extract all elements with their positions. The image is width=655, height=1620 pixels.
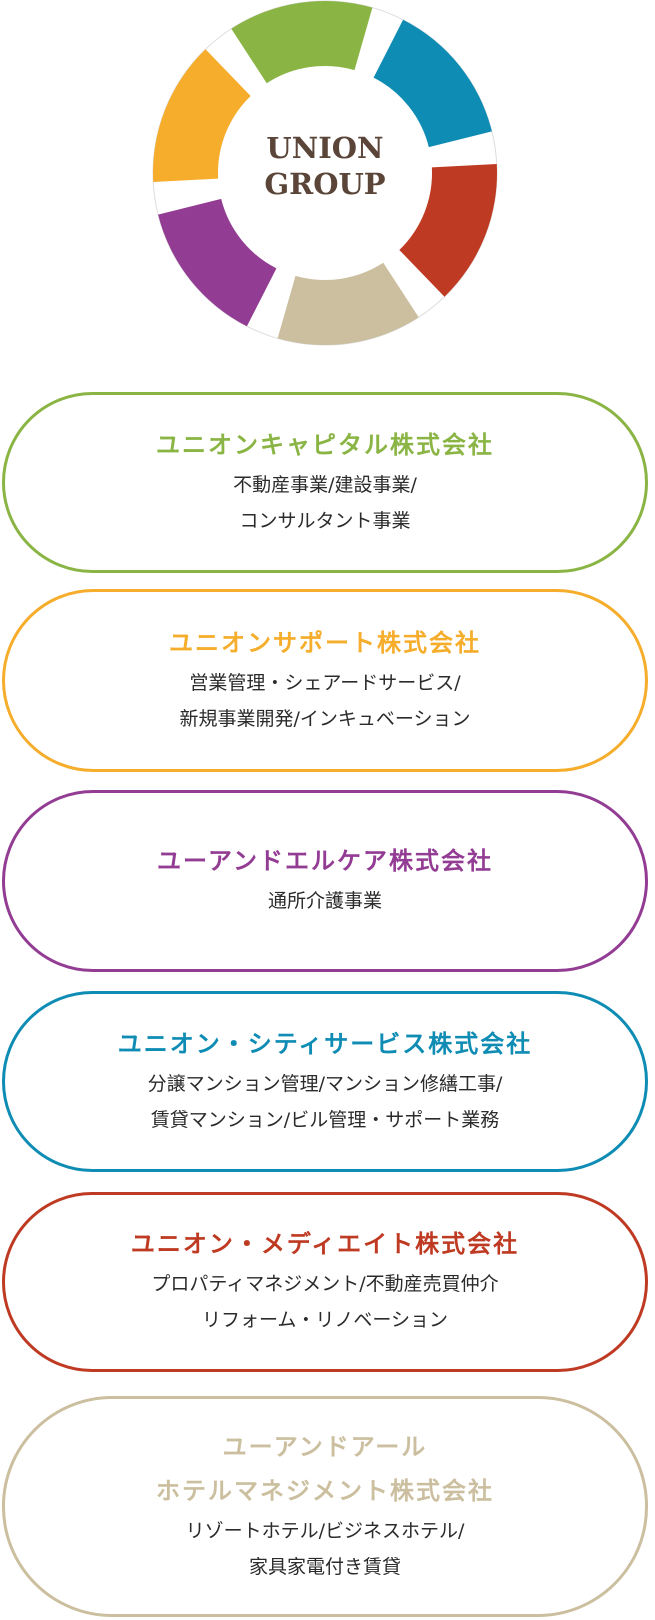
company-description: 不動産事業/建設事業/ xyxy=(233,473,417,496)
company-description: 通所介護事業 xyxy=(267,890,382,912)
company-name: ユニオンキャピタル株式会社 xyxy=(156,430,494,459)
logo-segment-beige xyxy=(277,262,419,345)
company-description: 新規事業開発/インキュベーション xyxy=(179,707,471,730)
company-description: コンサルタント事業 xyxy=(239,509,411,532)
company-name-line: ホテルマネジメント株式会社 xyxy=(156,1476,494,1505)
company-description: 賃貸マンション/ビル管理・サポート業務 xyxy=(150,1108,500,1131)
company-name: ユーアンドアールホテルマネジメント株式会社 xyxy=(156,1429,494,1509)
company-card-support: ユニオンサポート株式会社 営業管理・シェアードサービス/新規事業開発/インキュベ… xyxy=(2,589,648,772)
company-name: ユニオン・メディエイト株式会社 xyxy=(130,1230,520,1258)
company-name: ユニオンサポート株式会社 xyxy=(169,628,481,657)
company-description: プロパティマネジメント/不動産売買仲介 xyxy=(151,1273,499,1295)
company-card-city-service: ユニオン・シティサービス株式会社 分譲マンション管理/マンション修繕工事/賃貸マ… xyxy=(2,991,648,1172)
company-name: ユニオン・シティサービス株式会社 xyxy=(117,1029,533,1058)
company-description: リゾートホテル/ビジネスホテル/ xyxy=(185,1519,465,1542)
company-card-mediate: ユニオン・メディエイト株式会社 プロパティマネジメント/不動産売買仲介リフォーム… xyxy=(2,1192,648,1372)
company-name: ユーアンドエルケア株式会社 xyxy=(156,847,494,875)
logo-segment-purple xyxy=(158,198,277,327)
company-card-hotel-management: ユーアンドアールホテルマネジメント株式会社 リゾートホテル/ビジネスホテル/家具… xyxy=(2,1396,648,1617)
logo-text-group: GROUP xyxy=(264,167,385,201)
company-name-line: ユーアンドアール xyxy=(222,1432,428,1461)
company-description: 分譲マンション管理/マンション修繕工事/ xyxy=(147,1072,503,1095)
union-group-logo: UNION GROUP xyxy=(152,0,498,346)
logo-segment-blue xyxy=(373,19,492,148)
company-description: リフォーム・リノベーション xyxy=(201,1309,449,1331)
logo-segment-green xyxy=(231,1,373,84)
company-card-capital: ユニオンキャピタル株式会社 不動産事業/建設事業/コンサルタント事業 xyxy=(2,392,648,573)
logo-segment-red xyxy=(399,163,497,297)
company-description: 営業管理・シェアードサービス/ xyxy=(189,671,461,694)
company-card-care: ユーアンドエルケア株式会社 通所介護事業 xyxy=(2,790,648,972)
logo-segment-orange xyxy=(153,49,251,183)
company-description: 家具家電付き賃貸 xyxy=(248,1555,401,1578)
logo-text-union: UNION xyxy=(266,131,383,165)
